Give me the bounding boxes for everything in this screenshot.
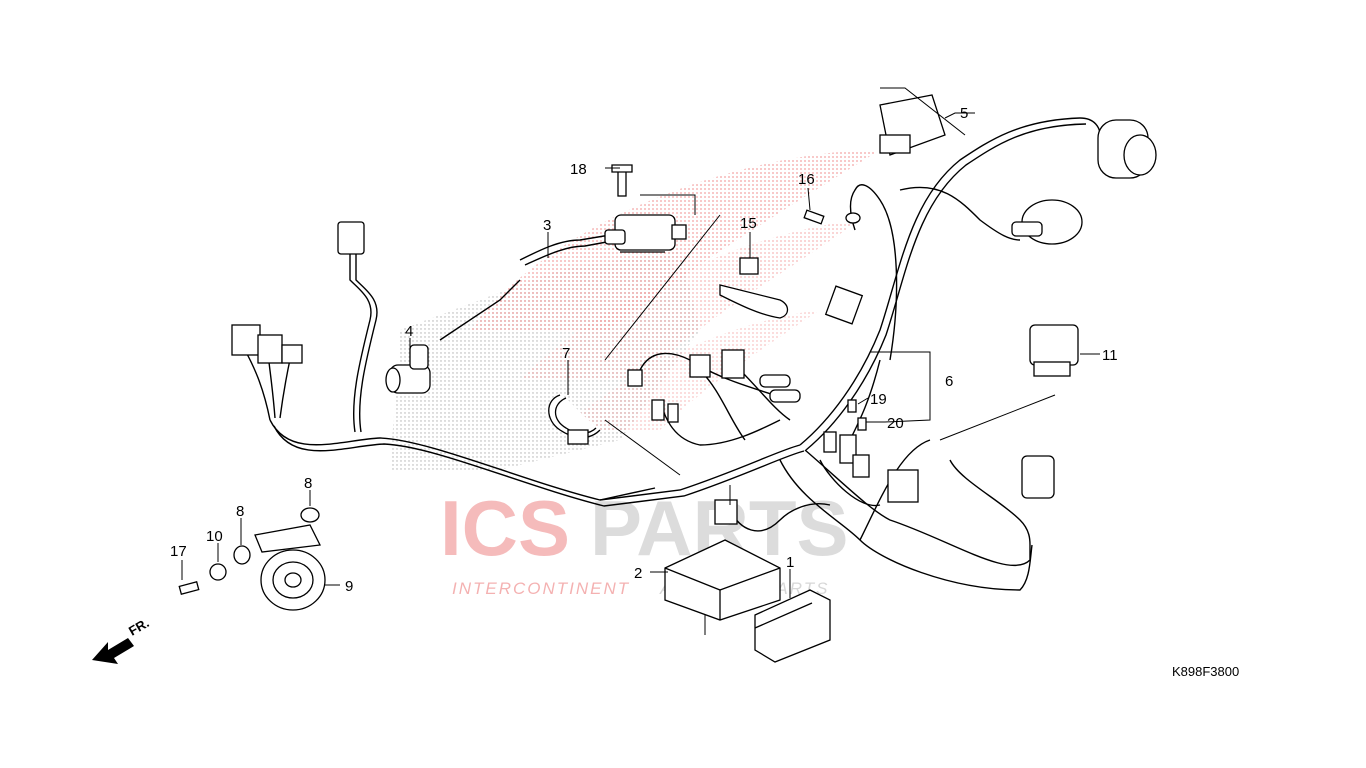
- watermark-brand-red: ICS: [440, 484, 570, 572]
- diagram-code: K898F3800: [1172, 664, 1239, 679]
- watermark-tagline-red: INTERCONTINENT: [452, 579, 630, 598]
- callout-9: 9: [345, 578, 353, 595]
- arrow-icon: [92, 638, 134, 664]
- callout-5: 5: [960, 105, 968, 122]
- leader-lines: [181, 87, 1100, 635]
- callout-17: 17: [170, 543, 187, 560]
- callout-10: 10: [206, 528, 223, 545]
- callout-8-upper: 8: [304, 475, 312, 492]
- callout-15: 15: [740, 215, 757, 232]
- callout-18: 18: [570, 161, 587, 178]
- front-label: FR.: [126, 615, 152, 638]
- callout-8-lower: 8: [236, 503, 244, 520]
- callouts: 1 2 3 4 5 6 7 8 8 9 10 11 15 16 17 18 19…: [170, 105, 1118, 595]
- callout-19: 19: [870, 391, 887, 408]
- callout-4: 4: [405, 323, 413, 340]
- callout-16: 16: [798, 171, 815, 188]
- callout-6: 6: [945, 373, 953, 390]
- watermark-text: ICS PARTS INTERCONTINENT AL SPARE PARTS: [440, 484, 849, 598]
- components: [178, 94, 1157, 663]
- callout-1: 1: [786, 554, 794, 571]
- callout-7: 7: [562, 345, 570, 362]
- front-direction-marker: FR.: [92, 615, 152, 664]
- callout-2: 2: [634, 565, 642, 582]
- callout-11: 11: [1102, 347, 1118, 364]
- watermark-wing: [390, 150, 880, 470]
- callout-20: 20: [887, 415, 904, 432]
- callout-3: 3: [543, 217, 551, 234]
